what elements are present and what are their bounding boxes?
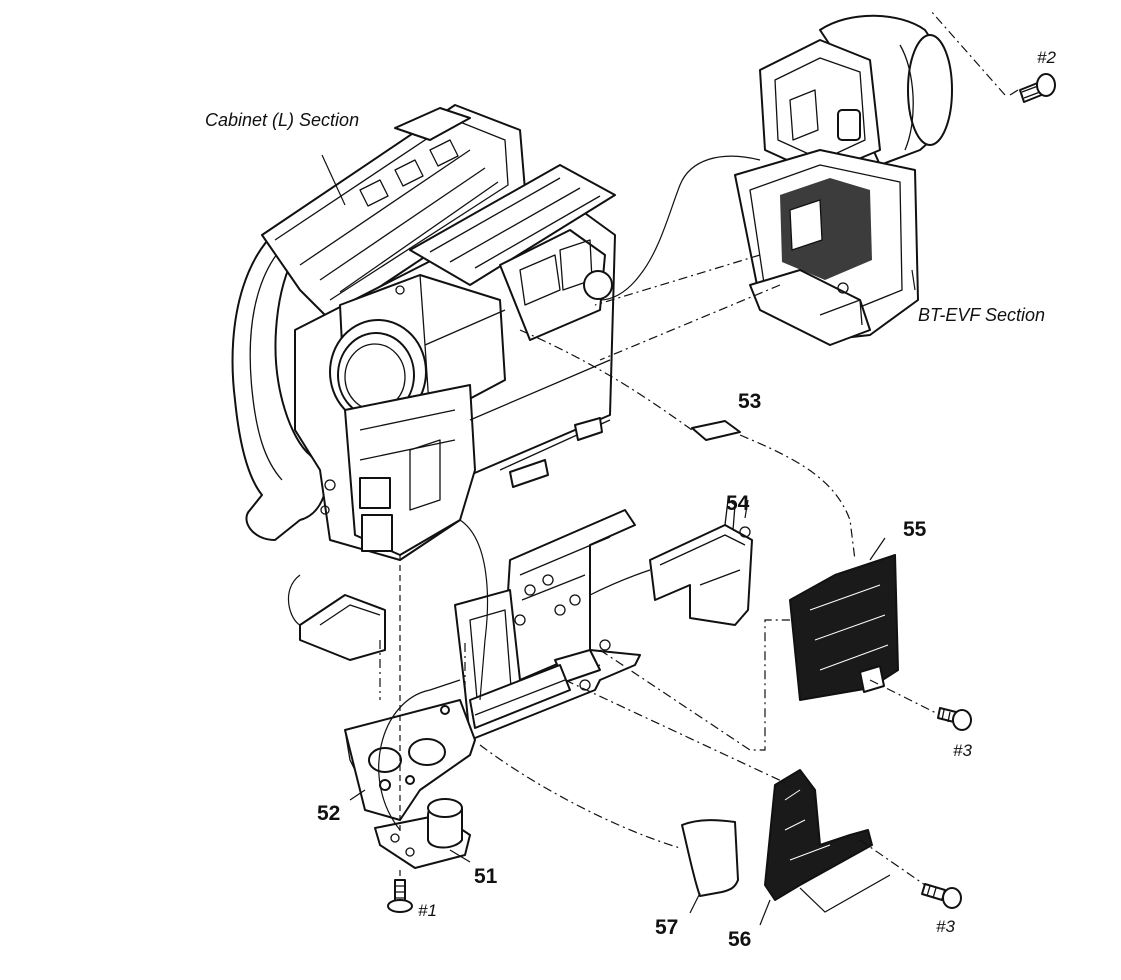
evf-section-label: BT-EVF Section [918, 305, 1045, 325]
part-51-sub-board [374, 798, 471, 869]
assembly-lines-lower [378, 519, 939, 913]
screw-3-lower [921, 883, 962, 909]
screw-2 [1019, 73, 1056, 103]
part-53-pad [519, 329, 856, 561]
part-number-52: 52 [317, 802, 340, 825]
cabinet-l-section-assembly [231, 104, 616, 561]
screw-label-2: #2 [1037, 48, 1056, 67]
part-number-53: 53 [738, 390, 761, 413]
bt-evf-section-assembly [734, 14, 953, 346]
part-number-55: 55 [903, 518, 927, 541]
part-56-l-bracket [764, 769, 873, 901]
screw-label-1: #1 [418, 901, 437, 920]
part-55-shield-plate [789, 554, 899, 701]
part-number-56: 56 [728, 928, 751, 951]
part-number-54: 54 [726, 492, 750, 515]
screw-3-upper [937, 707, 972, 731]
part-number-51: 51 [474, 865, 498, 888]
screw-label-3-lower: #3 [936, 917, 955, 936]
part-57-insulation-sheet [681, 819, 739, 897]
leader-lines [321, 89, 1019, 926]
part-54-shield-bracket [589, 499, 753, 626]
flex-cable-left [287, 574, 386, 661]
screw-label-3-upper: #3 [953, 741, 972, 760]
part-52-chassis-frame [344, 509, 641, 821]
screw-1 [387, 879, 413, 913]
cabinet-section-label: Cabinet (L) Section [205, 110, 359, 130]
assembly-lines-evf [594, 9, 1006, 361]
part-number-57: 57 [655, 916, 678, 939]
